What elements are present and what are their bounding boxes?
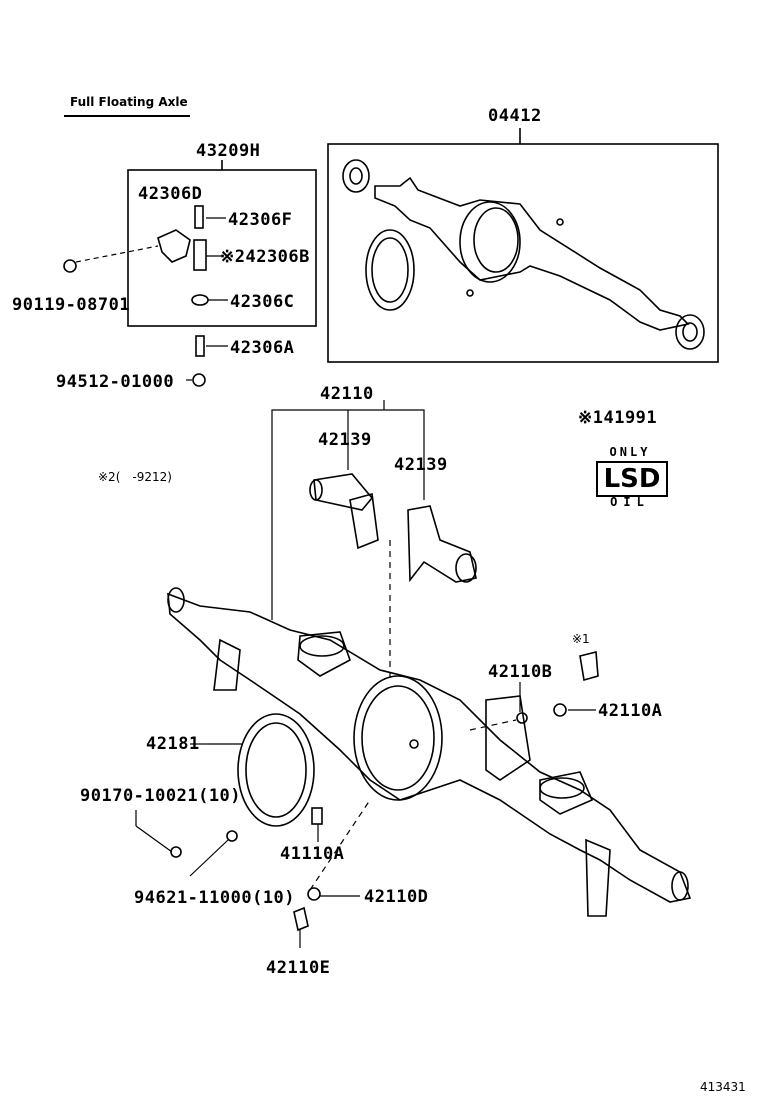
lsd-label-illustration: ONLY LSD OIL	[578, 445, 682, 511]
part-42181-label: 42181	[146, 734, 200, 754]
kit-box-04412	[327, 143, 719, 363]
part-41110a-label: 41110A	[280, 844, 345, 864]
gasket-42181-drawing	[237, 713, 315, 827]
diagram-reference-number: 413431	[700, 1080, 746, 1094]
note-1-mark: ※1	[572, 632, 590, 646]
part-42306f-label: 42306F	[228, 210, 293, 230]
lsd-label-bottom-text: OIL	[610, 495, 650, 509]
lsd-label-top-text: ONLY	[609, 445, 651, 459]
part-42306b-label: ※242306B	[220, 247, 310, 267]
lsd-label-small-drawing	[579, 650, 599, 682]
housing-assembly-drawing	[342, 159, 705, 350]
part-42306a-label: 42306A	[230, 338, 295, 358]
note-2: ※2( -9212)	[98, 470, 172, 484]
part-42110d-label: 42110D	[364, 887, 429, 907]
part-94621-11000-label: 94621-11000(10)	[134, 888, 296, 908]
part-42110e-label: 42110E	[266, 958, 331, 978]
axle-housing-drawing	[167, 587, 692, 917]
part-94512-01000-label: 94512-01000	[56, 372, 175, 392]
part-90119-08701-label: 90119-08701	[12, 295, 131, 315]
part-90170-10021-label: 90170-10021(10)	[80, 786, 242, 806]
stud-41110a-drawing	[311, 807, 323, 825]
part-42306d-label: 42306D	[138, 184, 203, 204]
part-43209h-label: 43209H	[196, 141, 261, 161]
part-04412-label: 04412	[488, 106, 542, 126]
part-41991-label: ※141991	[578, 408, 658, 428]
part-42139-label-left: 42139	[318, 430, 372, 450]
part-42110-label: 42110	[320, 384, 374, 404]
title-underline	[64, 115, 190, 117]
diagram-title: Full Floating Axle	[70, 95, 188, 109]
axle-shafts-drawing	[309, 473, 477, 583]
part-42110b-label: 42110B	[488, 662, 553, 682]
lsd-label-main-text: LSD	[596, 461, 668, 497]
breather-parts-drawing	[63, 205, 209, 387]
part-42139-label-right: 42139	[394, 455, 448, 475]
part-42306c-label: 42306C	[230, 292, 295, 312]
part-42110a-label: 42110A	[598, 701, 663, 721]
